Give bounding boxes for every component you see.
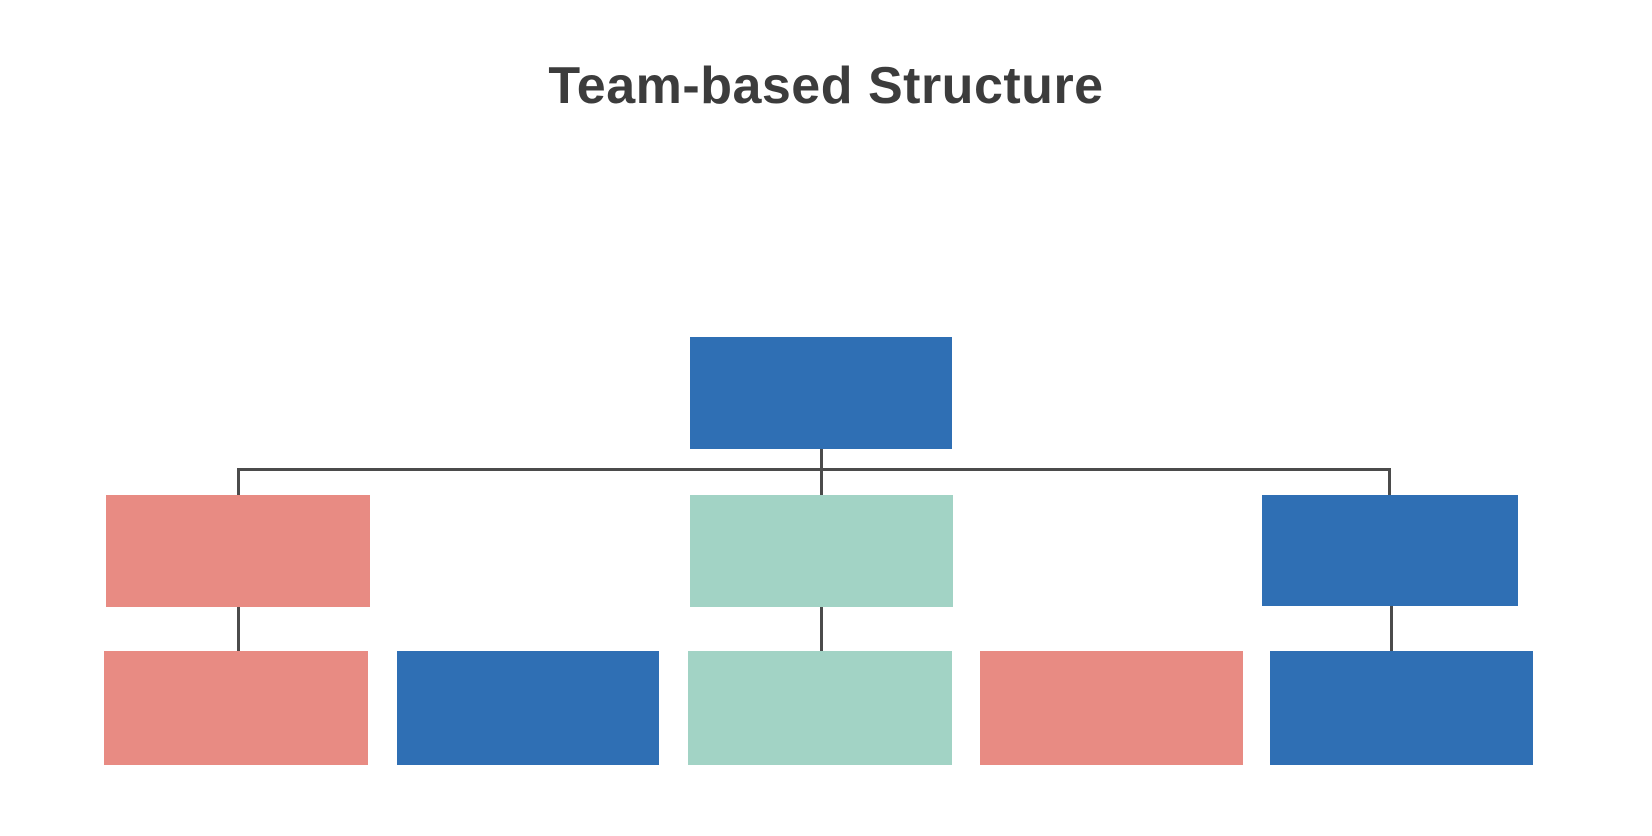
org-node-member-2 bbox=[397, 651, 659, 765]
org-node-team-right bbox=[1262, 495, 1518, 606]
connector-right-branch-drop bbox=[1388, 468, 1391, 495]
connector-team-center-to-member bbox=[820, 607, 823, 651]
connector-left-branch-drop bbox=[237, 468, 240, 495]
connector-team-right-to-member bbox=[1390, 606, 1393, 651]
connector-trunk-horizontal bbox=[237, 468, 1391, 471]
org-node-team-left bbox=[106, 495, 370, 607]
org-node-member-1 bbox=[104, 651, 368, 765]
connector-root-drop bbox=[820, 449, 823, 495]
diagram-title: Team-based Structure bbox=[548, 57, 1104, 115]
org-node-member-3 bbox=[688, 651, 952, 765]
org-node-team-center bbox=[690, 495, 953, 607]
connector-team-left-to-member bbox=[237, 607, 240, 651]
org-node-root bbox=[690, 337, 952, 449]
org-node-member-4 bbox=[980, 651, 1243, 765]
org-node-member-5 bbox=[1270, 651, 1533, 765]
